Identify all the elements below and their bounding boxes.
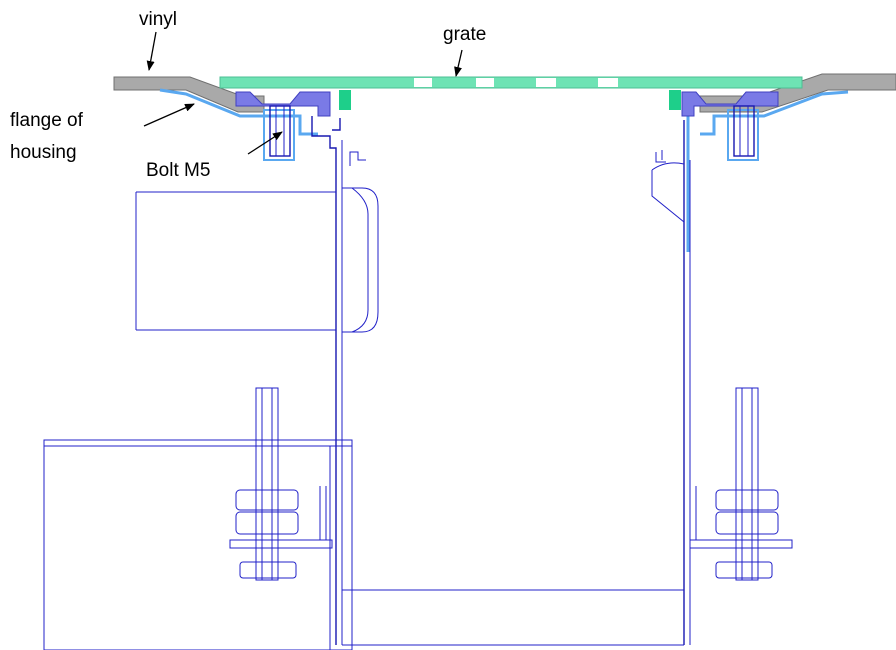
grate-seal-left (339, 90, 351, 110)
levelling-bolt-left (229, 387, 333, 581)
grate-slot (536, 78, 556, 87)
label-flange-line2: housing (10, 142, 77, 163)
lower-supports (43, 439, 353, 650)
grate-bar (219, 76, 803, 89)
grate-slot (414, 78, 432, 87)
grate-slot (476, 78, 494, 87)
clamp-blocks (235, 91, 779, 117)
annotations: vinyl grate flange of housing Bolt M5 (10, 9, 486, 181)
label-bolt: Bolt M5 (146, 160, 210, 181)
clamp-right (681, 91, 779, 117)
bolt-m5-right (733, 105, 755, 157)
nut-right-outer (727, 109, 759, 161)
bolt-m5-left (269, 105, 291, 157)
arrow-bolt (247, 131, 283, 155)
arrow-flange (143, 103, 195, 127)
label-flange-line1: flange of (10, 110, 84, 131)
grate-seal-right (669, 90, 681, 110)
arrow-vinyl (146, 31, 157, 71)
housing-flange (159, 88, 849, 252)
side-inlet-pipe (135, 162, 685, 333)
flange-right (700, 90, 849, 136)
arrow-grate (454, 49, 463, 77)
label-grate: grate (443, 24, 486, 45)
nut-left-outer (263, 109, 295, 161)
label-vinyl: vinyl (139, 9, 177, 30)
housing-body (311, 116, 691, 646)
grate (219, 76, 803, 110)
levelling-bolt-right (689, 387, 793, 581)
grate-slot (598, 78, 618, 87)
